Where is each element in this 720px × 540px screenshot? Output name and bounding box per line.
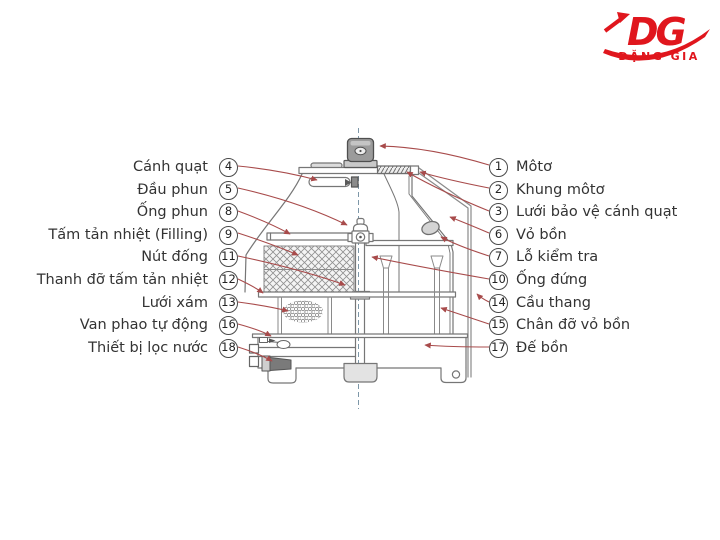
filling-material (263, 245, 355, 293)
callout-number: 11 (219, 247, 238, 267)
spray-head (347, 217, 374, 244)
callout-number: 15 (489, 315, 508, 335)
motor (343, 137, 378, 169)
callout-number: 7 (489, 247, 508, 267)
callout-number: 8 (219, 202, 238, 222)
callout-number: 12 (219, 270, 238, 290)
callout-number: 18 (219, 338, 238, 358)
fan-protection-mesh (376, 165, 412, 175)
callout-number: 16 (219, 315, 238, 335)
motor-frame-deck (298, 162, 420, 176)
callout-number: 17 (489, 338, 508, 358)
gray-mesh (283, 300, 323, 323)
leader-lines (237, 143, 490, 362)
dang-gia-logo: DG ĐẶNG GIA (597, 4, 717, 74)
callout-label: Thiết bị lọc nước (88, 340, 208, 356)
logo-arrow-icon (617, 12, 630, 23)
callout-number: 13 (219, 293, 238, 313)
callout-number: 5 (219, 180, 238, 200)
callout-label: Môtơ (516, 159, 552, 175)
callout-number: 6 (489, 225, 508, 245)
callout-label: Lưới bảo vệ cánh quạt (516, 204, 678, 220)
logo-monogram: DG (627, 10, 686, 54)
bottom-pipe (248, 343, 357, 368)
callout-number: 10 (489, 270, 508, 290)
tank-base-basin (251, 333, 469, 384)
callout-label: Lỗ kiểm tra (516, 249, 599, 265)
callout-label: Cánh quạt (133, 159, 208, 175)
callout-number: 9 (219, 225, 238, 245)
callout-label: Chân đỡ vỏ bồn (516, 317, 631, 333)
logo-name: ĐẶNG GIA (618, 49, 699, 63)
callout-label: Cầu thang (516, 295, 591, 311)
ladder (415, 167, 472, 378)
callout-label: Nút đống (141, 249, 208, 265)
callout-label: Ống phun (136, 204, 208, 220)
callout-number: 1 (489, 157, 508, 177)
callout-label: Đế bồn (516, 340, 569, 356)
callout-number: 2 (489, 180, 508, 200)
callout-label: Đầu phun (137, 182, 208, 198)
callout-number: 4 (219, 157, 238, 177)
logo-swoosh (603, 29, 710, 61)
callout-number: 14 (489, 293, 508, 313)
inspection-hole (421, 220, 440, 236)
callout-label: Van phao tự động (79, 317, 208, 333)
callout-number: 3 (489, 202, 508, 222)
fan-blade (308, 176, 359, 188)
callout-label: Khung môtơ (516, 182, 605, 198)
callout-label: Lưới xám (141, 295, 208, 311)
callout-label: Ống đứng (516, 272, 588, 288)
callout-label: Thanh đỡ tấm tản nhiệt (36, 272, 208, 288)
water-filter (261, 355, 292, 372)
callout-label: Tấm tản nhiệt (Filling) (48, 227, 208, 243)
callout-label: Vỏ bồn (516, 227, 567, 243)
filling-support-bar (257, 291, 457, 298)
float-valve (259, 337, 291, 349)
